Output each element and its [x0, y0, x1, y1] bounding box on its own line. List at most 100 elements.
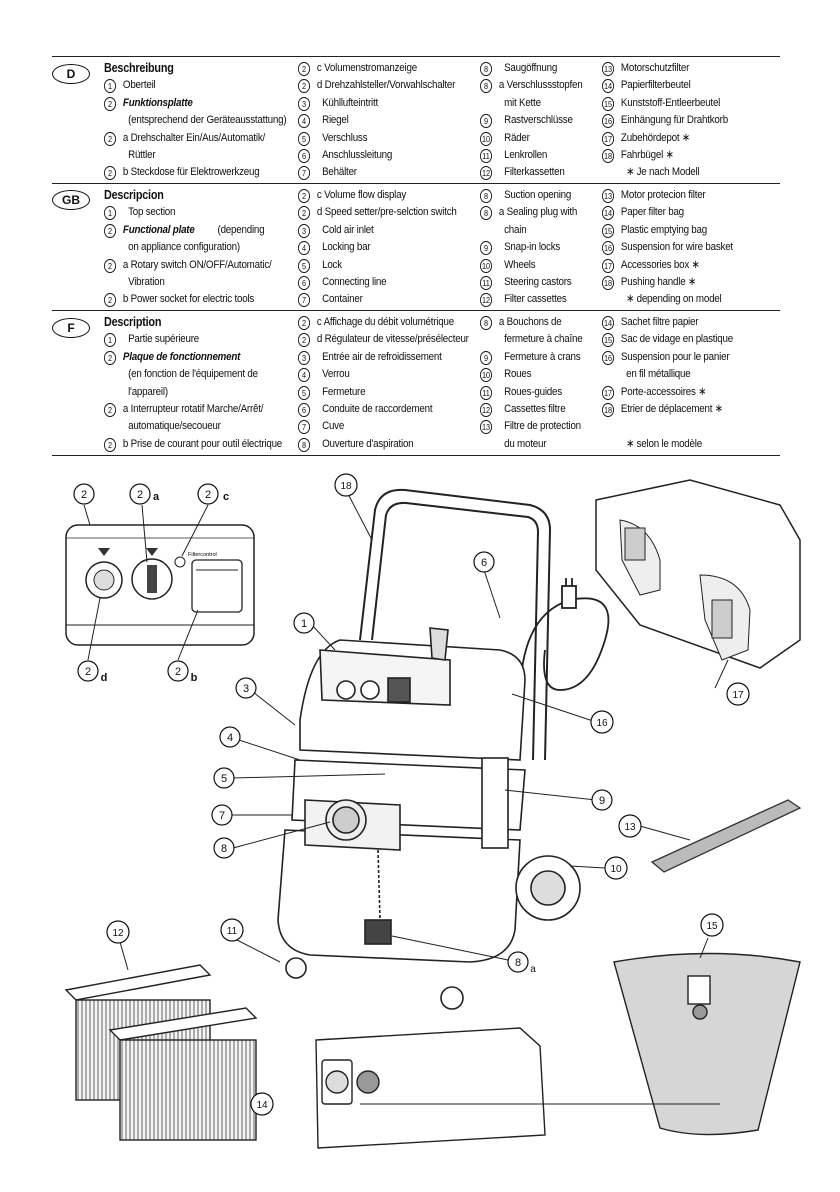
- item-text: Snap-in locks: [504, 241, 561, 254]
- item-number-badge: 10: [480, 131, 493, 146]
- callout-8: 8: [213, 837, 235, 859]
- item-text: Beschreibung: [104, 61, 174, 75]
- item-text: du moteur: [504, 437, 547, 450]
- item-text: a Drehschalter Ein/Aus/Automatik/: [122, 131, 266, 144]
- svg-text:16: 16: [596, 718, 608, 729]
- callout-17: 17: [726, 682, 750, 706]
- item-text: Entrée air de refroidissement: [322, 350, 442, 363]
- item-text: Kühllufteintritt: [322, 96, 378, 109]
- callout-18: 18: [334, 473, 358, 497]
- item-number-badge: 6: [298, 402, 311, 417]
- item-number-badge: 6: [298, 148, 311, 163]
- item-number-badge: 6: [298, 275, 311, 290]
- item-number-badge: 9: [480, 350, 493, 365]
- item-text: automatique/secoueur: [128, 420, 221, 433]
- item-number-badge: 9: [480, 114, 493, 129]
- item-number-badge: 10: [480, 368, 493, 383]
- svg-text:2: 2: [85, 666, 91, 678]
- item-number-badge: 10: [480, 258, 493, 273]
- item-text: Wheels: [504, 258, 536, 271]
- item-number-badge: 15: [602, 223, 615, 238]
- item-text: Cuve: [322, 420, 345, 433]
- item-number-badge: 13: [480, 420, 493, 435]
- item-text: chain: [504, 223, 527, 236]
- item-number-badge: 8: [480, 62, 493, 76]
- item-number-badge: 2: [104, 437, 117, 452]
- svg-text:8: 8: [515, 957, 521, 969]
- filtercontrol-label: Filtercontrol: [188, 552, 217, 558]
- callout-12: 12: [106, 920, 130, 944]
- item-text: d Drehzahlsteller/Vorwahlschalter: [316, 79, 456, 92]
- svg-text:a: a: [153, 491, 160, 503]
- item-text: Cold air inlet: [322, 223, 374, 236]
- svg-text:1: 1: [301, 618, 307, 630]
- item-text: c Volumenstromanzeige: [316, 62, 417, 74]
- item-number-badge: 5: [298, 385, 311, 400]
- item-text: Lock: [322, 258, 342, 271]
- item-text: ∗ depending on model: [626, 293, 722, 306]
- item-number-badge: 8: [480, 316, 493, 330]
- item-text: Filterkassetten: [504, 166, 565, 179]
- item-text: Paper filter bag: [620, 206, 684, 219]
- item-text: Pushing handle ∗: [620, 275, 696, 288]
- svg-text:13: 13: [624, 822, 636, 833]
- item-text: b Steckdose für Elektrowerkzeug: [122, 166, 260, 179]
- item-text: l'appareil): [128, 385, 168, 398]
- item-text: Cassettes filtre: [504, 402, 566, 415]
- svg-text:3: 3: [243, 683, 249, 695]
- item-text: d Régulateur de vitesse/présélecteur: [316, 333, 469, 346]
- callout-4: 4: [219, 726, 241, 748]
- item-number-badge: 12: [480, 166, 493, 181]
- item-text: Top section: [128, 206, 176, 219]
- item-number-badge: 8: [480, 189, 493, 203]
- item-text: b Prise de courant pour outil électrique: [122, 437, 283, 450]
- item-text: a Bouchons de: [498, 316, 562, 328]
- callout-5: 5: [213, 767, 235, 789]
- svg-text:2: 2: [137, 489, 143, 501]
- rule-top: [52, 56, 780, 57]
- item-number-badge: 2: [298, 333, 311, 348]
- item-number-badge: 2: [104, 350, 117, 365]
- item-number-badge: 1: [104, 206, 117, 221]
- item-number-badge: 8: [480, 79, 493, 94]
- item-text: Container: [322, 293, 363, 306]
- callout-11: 11: [220, 918, 244, 942]
- callout-13: 13: [618, 814, 642, 838]
- lang-badge-gb: GB: [52, 190, 90, 210]
- callout-8a: 8a: [507, 951, 536, 975]
- item-number-badge: 2: [104, 131, 117, 146]
- svg-text:2: 2: [205, 489, 211, 501]
- item-text: c Affichage du débit volumétrique: [316, 316, 454, 328]
- vacuum-body-drawing: [277, 627, 581, 1010]
- item-text: Sac de vidage en plastique: [620, 333, 733, 346]
- item-text: Plastic emptying bag: [620, 223, 708, 236]
- accessory-box-drawing: [595, 479, 801, 669]
- item-number-badge: 2: [298, 79, 311, 94]
- item-text: Rüttler: [128, 148, 156, 161]
- item-text: Verschluss: [322, 131, 368, 144]
- callout-16: 16: [590, 710, 614, 734]
- callout-2: 2: [73, 483, 95, 505]
- item-text: ∗ selon le modèle: [626, 437, 702, 450]
- item-text: Description: [104, 315, 162, 329]
- svg-text:b: b: [191, 672, 198, 684]
- lang-badge-de: D: [52, 64, 90, 84]
- item-text: Suspension pour le panier: [620, 350, 730, 363]
- item-number-badge: 12: [480, 402, 493, 417]
- item-text: Filter cassettes: [504, 293, 567, 306]
- item-text: Functional plate: [122, 223, 195, 236]
- item-number-badge: 2: [298, 62, 311, 76]
- rule-bottom: [52, 455, 780, 456]
- callout-7: 7: [211, 804, 233, 826]
- item-number-badge: 17: [602, 385, 615, 400]
- function-plate-drawing: Filtercontrol: [65, 524, 255, 646]
- item-text: Anschlussleitung: [322, 148, 393, 161]
- svg-text:8: 8: [221, 843, 227, 855]
- item-number-badge: 13: [602, 189, 615, 203]
- callout-3: 3: [235, 677, 257, 699]
- svg-text:14: 14: [256, 1100, 268, 1111]
- item-number-badge: 4: [298, 114, 311, 129]
